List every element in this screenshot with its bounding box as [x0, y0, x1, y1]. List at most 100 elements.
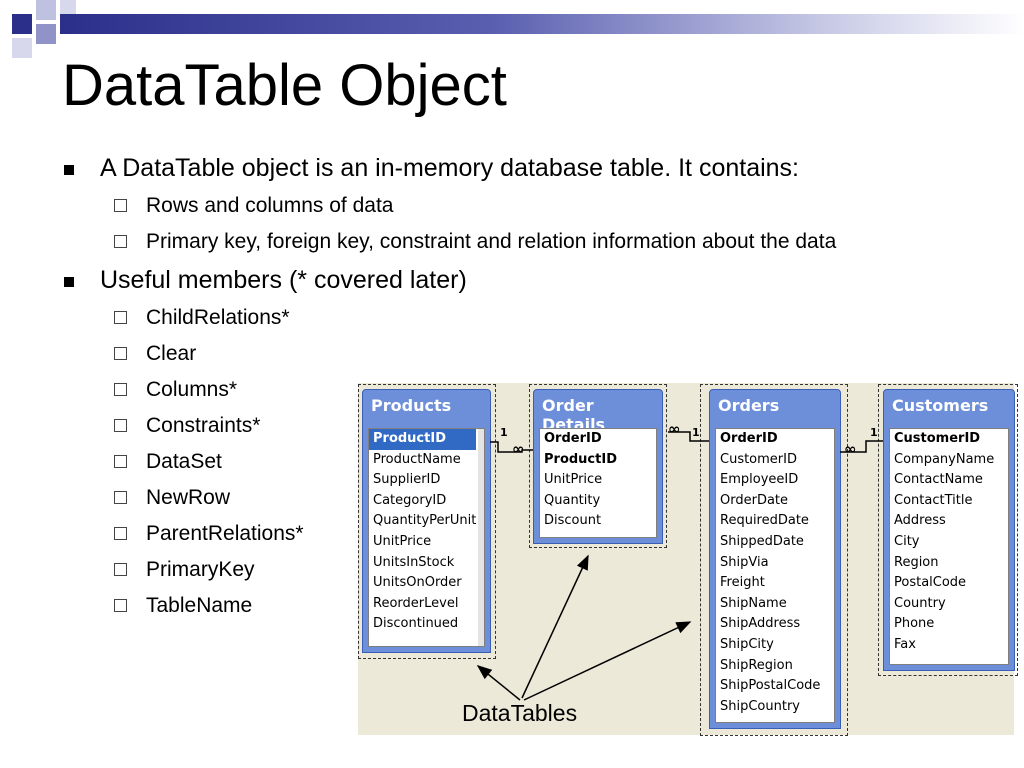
hollow-square-bullet-icon — [114, 491, 127, 504]
sub-bullet-item: PrimaryKey — [62, 554, 926, 585]
sub-bullet-item: NewRow — [62, 482, 926, 513]
bullet-list: A DataTable object is an in-memory datab… — [62, 150, 962, 626]
deco-square — [12, 14, 32, 34]
datatables-callout: DataTables — [462, 700, 578, 726]
field-row[interactable]: ShipRegion — [720, 657, 793, 673]
field-row[interactable]: Freight — [720, 575, 765, 591]
table-order-details[interactable]: Order Details OrderID ProductID UnitPric… — [533, 389, 663, 544]
deco-square — [36, 24, 56, 44]
table-orders[interactable]: Orders OrderID CustomerID EmployeeID Ord… — [709, 389, 841, 729]
callout-arrow — [476, 665, 521, 701]
slide-title: DataTable Object — [62, 53, 507, 118]
field-row[interactable]: ShipVia — [720, 554, 769, 570]
hollow-square-bullet-icon — [114, 419, 127, 432]
deco-square — [12, 38, 32, 58]
field-row[interactable]: QuantityPerUnit — [373, 513, 477, 529]
field-row[interactable]: Country — [894, 595, 946, 611]
table-outline — [878, 384, 1018, 676]
field-row[interactable]: ShipCity — [720, 636, 774, 652]
field-row[interactable]: CompanyName — [894, 451, 995, 467]
relation-one-label: 1 — [692, 426, 700, 439]
sub-bullet-item: ChildRelations* — [62, 302, 926, 333]
field-row[interactable]: ShipAddress — [720, 616, 801, 632]
field-row[interactable]: Region — [894, 554, 939, 570]
table-title: Orders — [718, 396, 780, 415]
table-title: Products — [371, 396, 452, 415]
field-row[interactable]: UnitsOnOrder — [373, 575, 462, 591]
field-row[interactable]: SupplierID — [373, 472, 441, 488]
callout-arrow — [521, 554, 589, 699]
relation-many-label: ∞ — [512, 440, 525, 458]
relation-line — [668, 431, 709, 442]
relation-many-label: ∞ — [844, 440, 857, 458]
field-row[interactable]: OrderID — [544, 431, 602, 446]
field-row[interactable]: UnitPrice — [544, 472, 603, 488]
bullet-item: Useful members (* covered later) — [62, 262, 962, 298]
table-outline — [529, 384, 667, 548]
field-list[interactable]: OrderID CustomerID EmployeeID OrderDate … — [715, 428, 835, 723]
field-row[interactable]: Phone — [894, 616, 935, 632]
field-row[interactable]: ShipPostalCode — [720, 678, 821, 694]
field-row[interactable]: RequiredDate — [720, 513, 809, 529]
table-title: Customers — [892, 396, 989, 415]
hollow-square-bullet-icon — [114, 527, 127, 540]
field-row[interactable]: ProductName — [373, 451, 461, 467]
table-products[interactable]: Products ProductID ProductName SupplierI… — [362, 389, 491, 653]
field-row[interactable]: ShipCountry — [720, 698, 800, 714]
relation-many-label: ∞ — [668, 420, 681, 438]
field-row[interactable]: ReorderLevel — [373, 595, 459, 611]
deco-square — [36, 0, 56, 20]
field-row[interactable]: ShippedDate — [720, 533, 804, 549]
field-row[interactable]: OrderDate — [720, 492, 789, 508]
field-row[interactable]: Fax — [894, 636, 916, 652]
hollow-square-bullet-icon — [114, 347, 127, 360]
field-row[interactable]: ShipName — [720, 595, 787, 611]
sub-bullet-item: Rows and columns of data — [62, 190, 926, 221]
field-row[interactable]: CategoryID — [373, 492, 447, 508]
sub-bullet-item: Constraints* — [62, 410, 926, 441]
table-customers[interactable]: Customers CustomerID CompanyName Contact… — [883, 389, 1015, 671]
hollow-square-bullet-icon — [114, 311, 127, 324]
field-row[interactable]: OrderID — [720, 431, 778, 446]
field-row[interactable]: City — [894, 533, 920, 549]
hollow-square-bullet-icon — [114, 383, 127, 396]
field-row[interactable]: ContactTitle — [894, 492, 973, 508]
field-row[interactable]: UnitsInStock — [373, 554, 455, 570]
field-row[interactable]: UnitPrice — [373, 533, 432, 549]
field-list[interactable]: ProductID ProductName SupplierID Categor… — [368, 428, 485, 647]
hollow-square-bullet-icon — [114, 235, 127, 248]
relation-line — [490, 441, 533, 453]
hollow-square-bullet-icon — [114, 563, 127, 576]
sub-bullet-item: Columns* — [62, 374, 926, 405]
sub-bullet-item: Clear — [62, 338, 926, 369]
relation-one-label: 1 — [870, 426, 878, 439]
sub-bullet-item: ParentRelations* — [62, 518, 926, 549]
field-row[interactable]: ProductID — [369, 429, 476, 450]
field-list[interactable]: CustomerID CompanyName ContactName Conta… — [889, 428, 1009, 665]
table-outline — [700, 384, 848, 736]
hollow-square-bullet-icon — [114, 199, 127, 212]
field-list[interactable]: OrderID ProductID UnitPrice Quantity Dis… — [539, 428, 657, 538]
field-row[interactable]: ContactName — [894, 472, 983, 488]
deco-square — [60, 0, 76, 14]
hollow-square-bullet-icon — [114, 599, 127, 612]
relation-line — [840, 440, 883, 453]
relation-one-label: 1 — [500, 426, 508, 439]
sub-bullet-item: DataSet — [62, 446, 926, 477]
bullet-item: A DataTable object is an in-memory datab… — [62, 150, 962, 186]
callout-arrow — [523, 621, 692, 701]
field-row[interactable]: CustomerID — [894, 431, 981, 446]
scrollbar[interactable] — [478, 429, 484, 646]
field-row[interactable]: Quantity — [544, 492, 601, 508]
field-row[interactable]: Address — [894, 513, 946, 529]
sub-bullet-item: Primary key, foreign key, constraint and… — [62, 226, 926, 257]
field-row[interactable]: CustomerID — [720, 451, 797, 467]
field-row[interactable]: EmployeeID — [720, 472, 799, 488]
field-row[interactable]: Discount — [544, 513, 602, 529]
hollow-square-bullet-icon — [114, 455, 127, 468]
sub-bullet-item: TableName — [62, 590, 926, 621]
field-row[interactable]: Discontinued — [373, 616, 459, 632]
field-row[interactable]: ProductID — [544, 451, 617, 467]
field-row[interactable]: PostalCode — [894, 575, 967, 591]
